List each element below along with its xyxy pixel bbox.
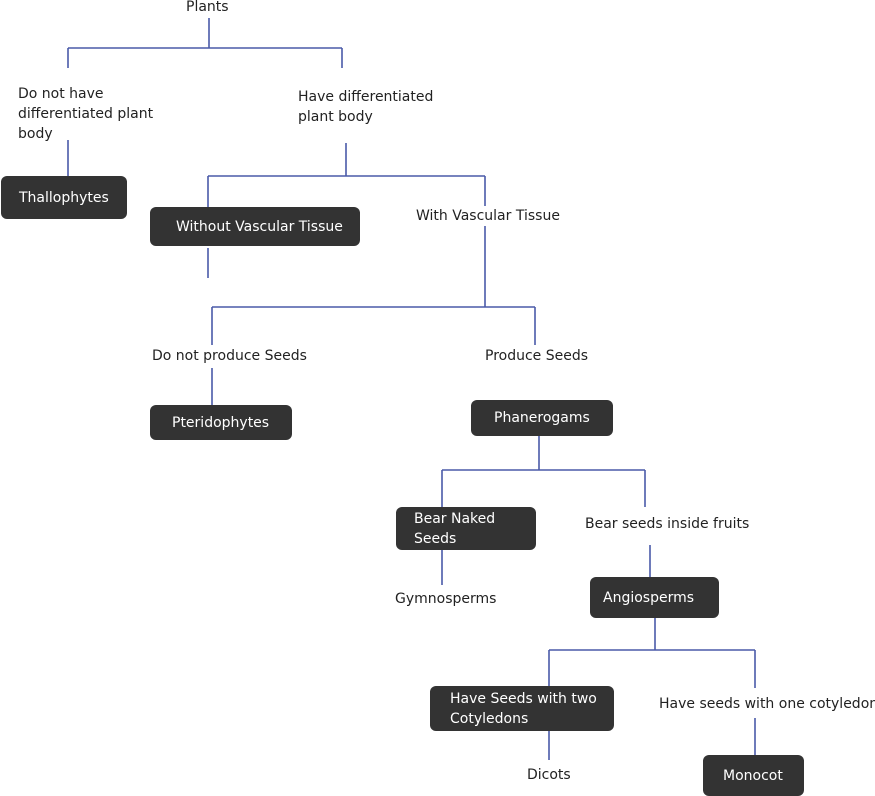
node-monocot[interactable]: Monocot	[703, 755, 804, 796]
node-text-line: Have Seeds with two	[450, 690, 597, 707]
label-line: body	[18, 126, 53, 142]
label-gymnosperms: Gymnosperms	[395, 591, 497, 607]
label-line: Do not have	[18, 86, 104, 102]
node-text-line: Seeds	[414, 530, 457, 547]
node-thallophytes[interactable]: Thallophytes	[1, 176, 127, 219]
label-line: plant body	[298, 109, 373, 125]
label-seeds-inside-fruits: Bear seeds inside fruits	[585, 516, 750, 532]
label-one-cotyledon: Have seeds with one cotyledon	[659, 696, 875, 712]
node-angiosperms[interactable]: Angiosperms	[590, 577, 719, 618]
label-no-differentiated-body: Do not have differentiated plant body	[18, 84, 153, 144]
node-without-vascular-tissue[interactable]: Without Vascular Tissue	[150, 207, 360, 246]
node-two-cotyledons[interactable]: Have Seeds with two Cotyledons	[430, 686, 614, 731]
label-line: differentiated plant	[18, 106, 154, 122]
label-differentiated-body: Have differentiated plant body	[298, 87, 433, 127]
root-label-plants: Plants	[186, 0, 229, 15]
node-bear-naked-seeds[interactable]: Bear Naked Seeds	[396, 507, 536, 550]
label-dicots: Dicots	[527, 767, 571, 783]
label-line: Have differentiated	[298, 89, 434, 105]
node-text-line: Bear Naked	[414, 510, 496, 527]
node-text-line: Cotyledons	[450, 710, 529, 727]
node-pteridophytes[interactable]: Pteridophytes	[150, 405, 292, 440]
label-no-seeds: Do not produce Seeds	[152, 346, 307, 366]
label-with-vascular-tissue: With Vascular Tissue	[416, 206, 560, 226]
node-phanerogams[interactable]: Phanerogams	[471, 400, 613, 436]
label-produce-seeds: Produce Seeds	[485, 346, 589, 366]
